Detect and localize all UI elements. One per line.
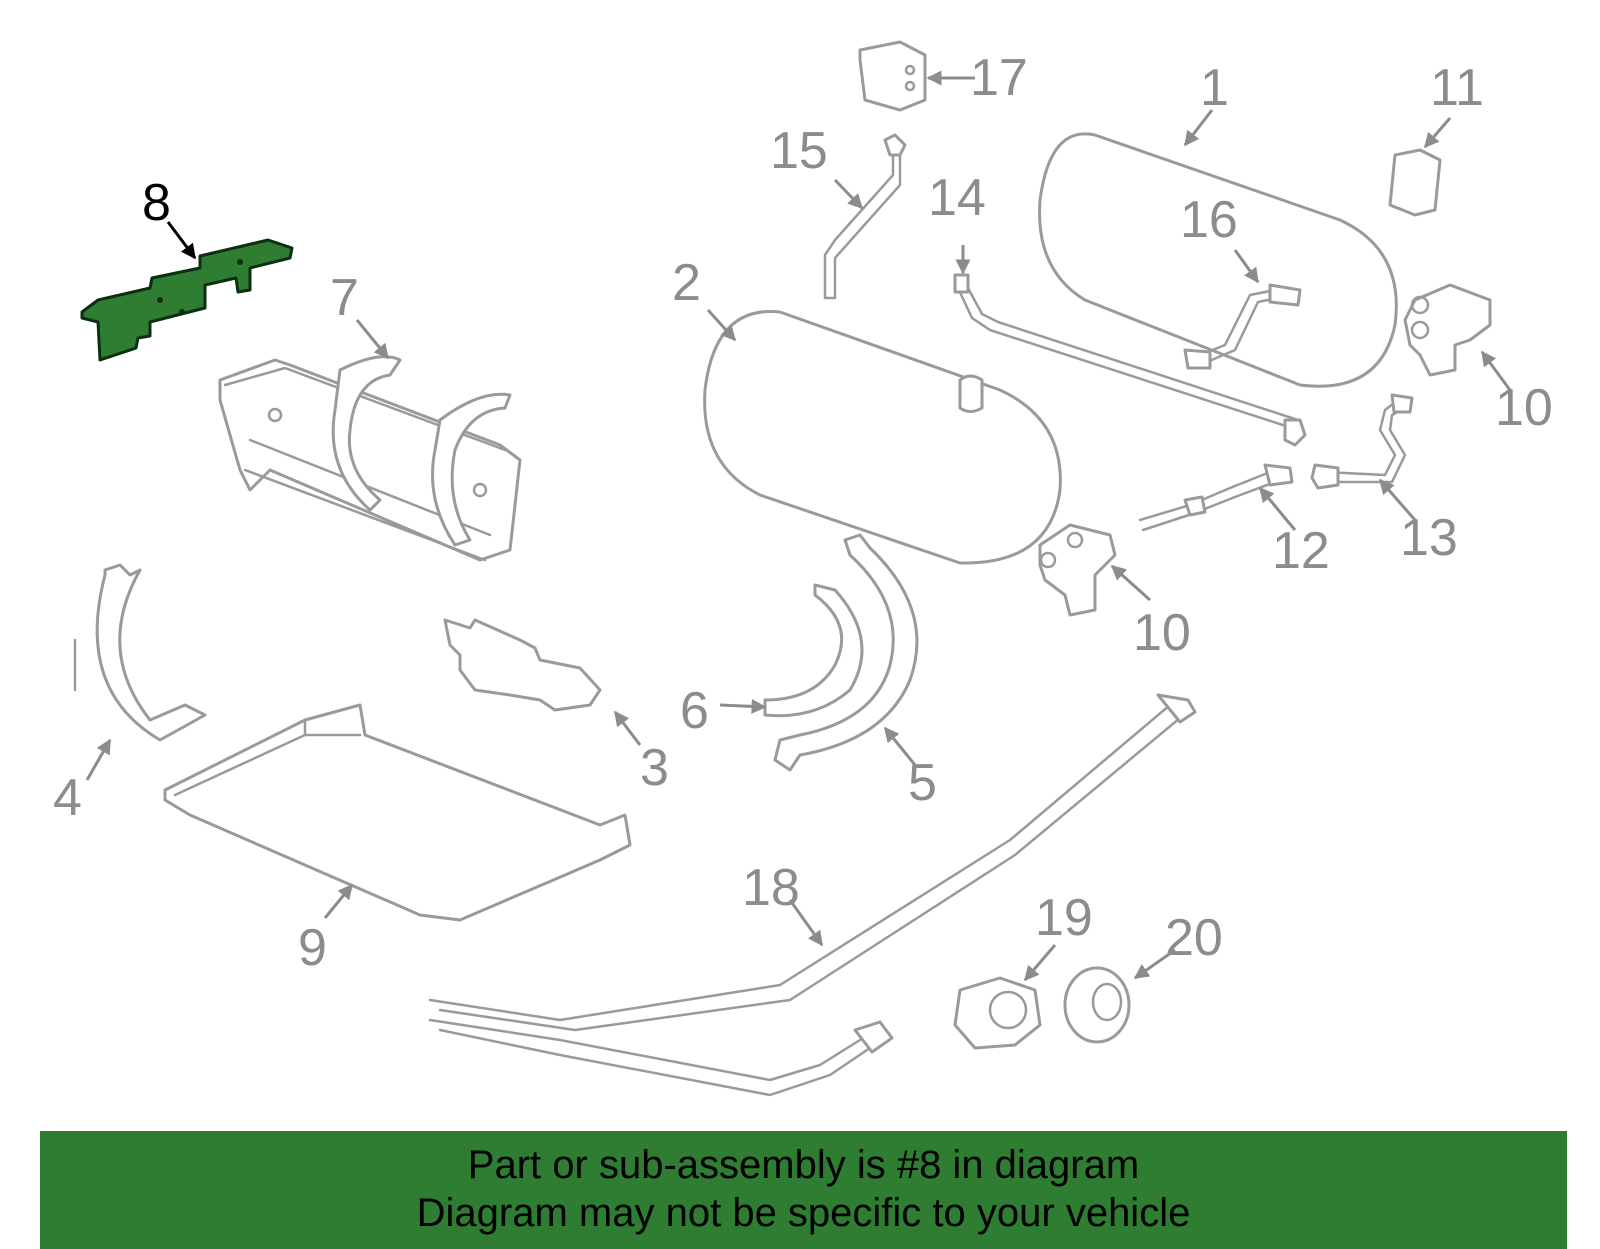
callout-10-lower[interactable]: 10	[1133, 604, 1191, 662]
callout-9[interactable]: 9	[298, 919, 327, 977]
callout-2[interactable]: 2	[672, 254, 701, 312]
callout-19[interactable]: 19	[1035, 889, 1093, 947]
part-14-line[interactable]	[953, 273, 1307, 447]
callout-7[interactable]: 7	[330, 269, 359, 327]
part-9-skid-plate[interactable]	[163, 703, 632, 922]
callout-15[interactable]: 15	[770, 122, 828, 180]
banner-line-1: Part or sub-assembly is #8 in diagram	[467, 1143, 1140, 1187]
callout-18[interactable]: 18	[742, 859, 800, 917]
callout-6[interactable]: 6	[680, 682, 709, 740]
part-19-fitting[interactable]	[953, 976, 1042, 1050]
callout-8[interactable]: 8	[142, 174, 171, 232]
info-banner: Part or sub-assembly is #8 in diagram Di…	[40, 1131, 1567, 1249]
callout-12[interactable]: 12	[1272, 522, 1330, 580]
part-1-tank[interactable]	[1038, 132, 1398, 388]
callout-17[interactable]: 17	[970, 49, 1028, 107]
callout-3[interactable]: 3	[640, 739, 669, 797]
part-13-pipe[interactable]	[1310, 393, 1414, 490]
callout-4[interactable]: 4	[53, 769, 82, 827]
callout-leaders	[85, 70, 1512, 982]
part-12-pipe[interactable]	[1138, 463, 1294, 532]
callout-11[interactable]: 11	[1430, 59, 1484, 117]
callout-16[interactable]: 16	[1180, 191, 1238, 249]
callout-5[interactable]: 5	[908, 754, 937, 812]
callout-labels: 8 1 11 2 3 4 5 6 7 9 10 10 12 13 14 15 1…	[53, 49, 1553, 977]
callout-13[interactable]: 13	[1400, 509, 1458, 567]
part-18-tube[interactable]	[428, 693, 1197, 1097]
part-11-fitting[interactable]	[1388, 148, 1442, 217]
part-4-strap[interactable]	[73, 563, 207, 742]
part-10-valve-lower[interactable]	[1038, 523, 1117, 617]
banner-line-2: Diagram may not be specific to your vehi…	[416, 1191, 1191, 1235]
part-20-cap[interactable]	[1063, 966, 1131, 1044]
part-17-connector[interactable]	[858, 40, 927, 112]
part-10-valve-upper[interactable]	[1403, 283, 1492, 377]
part-6-strap[interactable]	[763, 583, 864, 718]
part-8-bracket[interactable]	[80, 238, 294, 362]
part-5-strap[interactable]	[773, 533, 919, 772]
callout-10-upper[interactable]: 10	[1495, 379, 1553, 437]
callout-20[interactable]: 20	[1165, 909, 1223, 967]
part-3-bracket[interactable]	[443, 618, 602, 712]
part-7-cradle[interactable]	[218, 355, 522, 562]
part-2-tank[interactable]	[703, 309, 1062, 565]
part-16-pipe[interactable]	[1183, 283, 1302, 370]
callout-1[interactable]: 1	[1200, 59, 1229, 117]
callout-14[interactable]: 14	[928, 169, 986, 227]
part-15-pipe[interactable]	[823, 133, 907, 300]
